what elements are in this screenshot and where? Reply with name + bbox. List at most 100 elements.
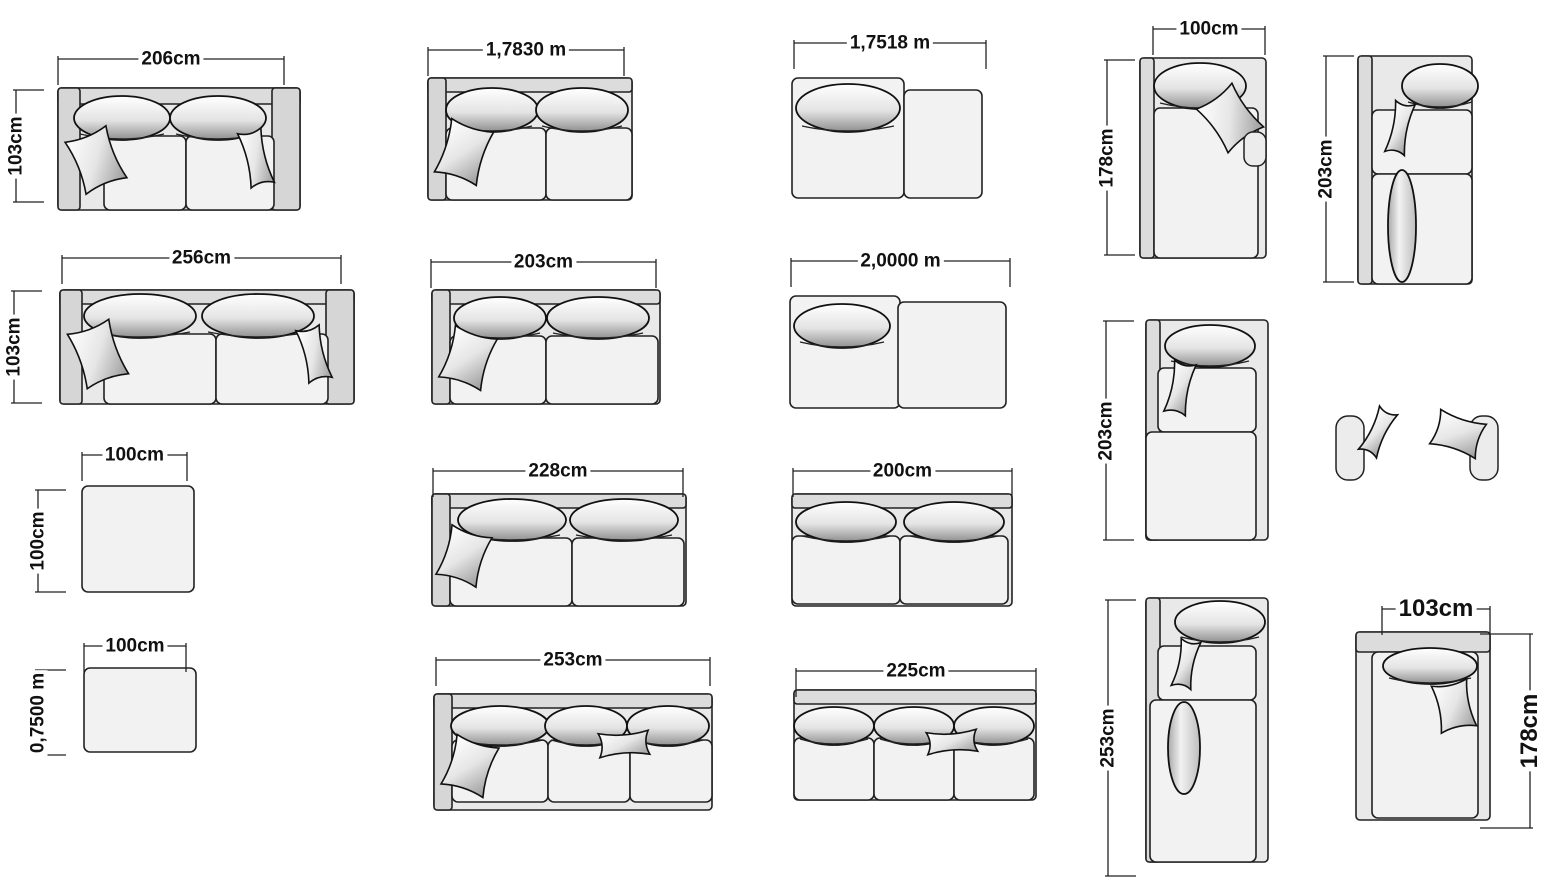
back-cushion: [793, 706, 875, 746]
chaise-203a: [1357, 55, 1479, 285]
bolster-pillow: [1387, 169, 1417, 283]
cushion-seam: [1180, 636, 1260, 643]
cushion-seam: [799, 738, 869, 745]
cushion-seam: [909, 535, 999, 542]
back-cushion: [1382, 647, 1478, 685]
label-chaise-203b-depth: 203cm: [1096, 397, 1117, 464]
seat-cushion: [793, 737, 875, 801]
label-sofa-256-width: 256cm: [168, 248, 235, 268]
label-chaise-178b-depth: 178cm: [1516, 690, 1543, 772]
back-cushion: [793, 303, 891, 349]
label-sofa-17518-width: 1,7518 m: [846, 33, 934, 53]
back-cushion: [535, 87, 629, 133]
seat-cushion: [1145, 431, 1257, 541]
cushion-seam: [799, 341, 885, 348]
back-cushion: [1164, 324, 1256, 368]
back-cushion: [201, 293, 315, 339]
cushion-seam: [552, 332, 644, 339]
chaise-253: [1145, 597, 1269, 863]
throw-pillow: [1428, 408, 1488, 460]
throw-pillow: [596, 729, 652, 759]
label-chaise-203a-depth: 203cm: [1316, 136, 1337, 202]
back-cushion: [169, 95, 267, 141]
back-cushion: [83, 293, 197, 339]
modules-layer: [57, 55, 1499, 863]
back-cushion: [569, 498, 679, 542]
throw-pillow: [434, 523, 494, 589]
back-cushion: [73, 95, 171, 141]
sofa-1783: [427, 77, 633, 201]
sofa-203: [431, 289, 661, 405]
throw-pillow: [1356, 403, 1400, 461]
backrest: [793, 689, 1037, 705]
armrest: [433, 693, 453, 811]
bolster-roll: [1243, 131, 1267, 167]
label-sofa-206-depth: 103cm: [6, 113, 27, 179]
backrest: [1139, 57, 1155, 259]
seat-cushion: [571, 537, 685, 607]
seat-cushion: [903, 89, 983, 199]
seat-cushion: [83, 667, 197, 753]
seat-cushion: [1371, 109, 1473, 175]
throw-pillow: [63, 124, 129, 196]
sofa-256: [59, 289, 355, 405]
label-sofa-203-width: 203cm: [510, 252, 577, 272]
back-cushion: [795, 501, 897, 543]
label-chaise-178-depth: 178cm: [1097, 124, 1118, 191]
pouf-075: [83, 667, 197, 753]
backrest: [1357, 55, 1373, 285]
seat-cushion: [81, 485, 195, 593]
seat-cushion: [899, 535, 1009, 605]
throw-pillow: [437, 324, 499, 392]
chaise-203b: [1145, 319, 1269, 541]
back-cushion: [1174, 600, 1266, 644]
seat-cushion: [545, 127, 633, 201]
label-sofa-200-width: 200cm: [869, 461, 936, 481]
throw-pillow: [439, 733, 501, 799]
cushion-seam: [541, 125, 623, 132]
label-sofa-206-width: 206cm: [138, 49, 204, 69]
back-cushion: [626, 705, 710, 747]
sofa-206: [57, 87, 301, 211]
throw-pillow: [433, 117, 495, 187]
label-chaise-178b-width: 103cm: [1395, 597, 1477, 621]
armrest: [325, 289, 355, 405]
armrest: [427, 77, 447, 201]
seat-cushion: [1149, 699, 1257, 863]
throw-pillow: [1162, 358, 1198, 418]
throw-pillow: [1430, 677, 1478, 735]
label-chaise-253-depth: 253cm: [1098, 705, 1119, 771]
throw-pillow: [66, 317, 130, 391]
label-pouf-075-depth: 0,7500 m: [28, 669, 49, 756]
throw-pillow: [294, 323, 334, 385]
back-cushion: [546, 296, 650, 340]
chaise-178b: [1355, 631, 1491, 821]
back-cushion: [457, 498, 567, 542]
sofa-20000: [789, 295, 1007, 409]
back-cushion: [903, 501, 1005, 543]
cushion-seam: [575, 534, 673, 541]
bolster-pillow: [1167, 701, 1201, 795]
label-pouf-100-depth: 100cm: [28, 508, 49, 574]
armrest: [271, 87, 301, 211]
throw-pillow: [924, 727, 980, 757]
pillows-pair: [1335, 403, 1499, 481]
sofa-17518: [791, 77, 983, 199]
seat-cushion: [545, 335, 659, 405]
sofa-225: [793, 689, 1037, 801]
chaise-178: [1139, 57, 1267, 259]
label-sofa-256-depth: 103cm: [4, 314, 25, 380]
cushion-seam: [1388, 677, 1472, 684]
pouf-100: [81, 485, 195, 593]
seat-cushion: [1157, 645, 1257, 701]
cushion-seam: [1407, 101, 1473, 108]
label-sofa-225-width: 225cm: [883, 661, 949, 681]
back-cushion: [453, 296, 547, 340]
label-pouf-100-width: 100cm: [101, 445, 168, 465]
seat-cushion: [791, 535, 901, 605]
label-sofa-228-width: 228cm: [525, 461, 591, 481]
seat-cushion: [897, 301, 1007, 409]
sofa-253: [433, 693, 713, 811]
label-chaise-178-width: 100cm: [1176, 19, 1242, 39]
